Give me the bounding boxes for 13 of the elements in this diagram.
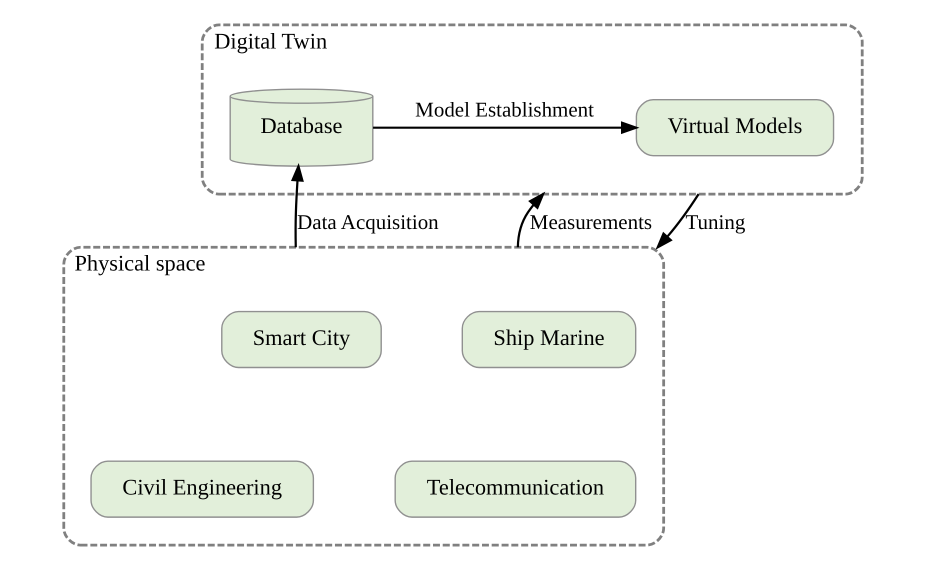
edge-label: Data Acquisition (296, 210, 438, 234)
node-box: Ship Marine (461, 310, 636, 368)
arrow (516, 192, 545, 248)
edge-label: Model Establishment (414, 98, 594, 122)
edge-label: Tuning (684, 210, 745, 234)
node-box: Civil Engineering (90, 460, 314, 518)
arrow (372, 121, 639, 134)
arrow (290, 162, 304, 248)
node-box: Smart City (220, 310, 382, 368)
node-box: Telecommunication (394, 460, 636, 518)
node-box: Virtual Models (635, 99, 834, 156)
edge-label: Measurements (529, 210, 652, 234)
arrow (655, 194, 699, 250)
